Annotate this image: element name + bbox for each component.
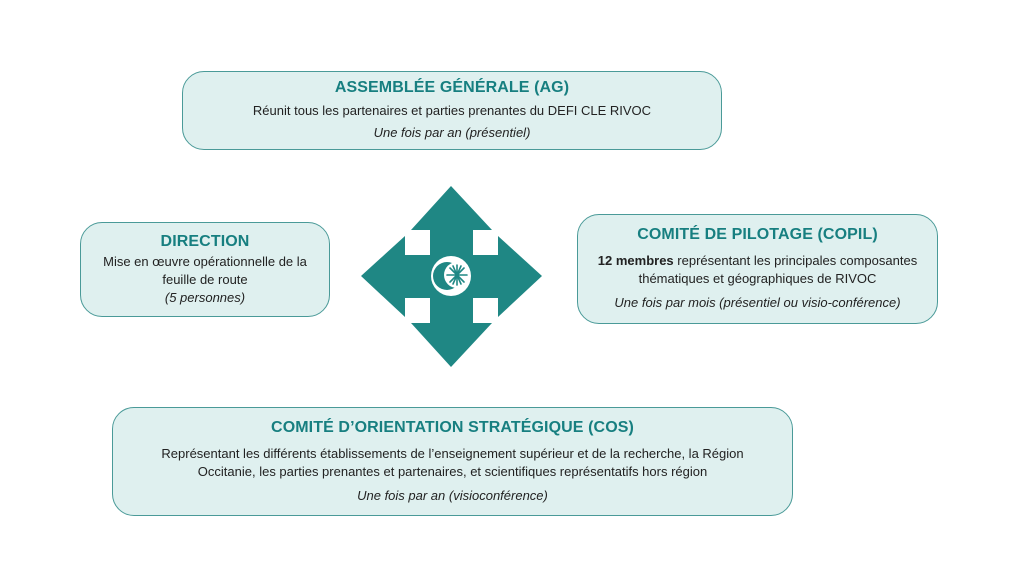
assemblee-generale-frequency: Une fois par an (présentiel) [373, 125, 531, 140]
comite-orientation-frequency: Une fois par an (visioconférence) [357, 487, 548, 503]
assemblee-generale-description: Réunit tous les partenaires et parties p… [252, 103, 652, 118]
assemblee-generale-title: ASSEMBLÉE GÉNÉRALE (AG) [334, 79, 570, 96]
assemblee-generale-box: ASSEMBLÉE GÉNÉRALE (AG) Réunit tous les … [182, 71, 722, 150]
comite-orientation-description-line1: Représentant les différents établissemen… [161, 445, 744, 461]
comite-pilotage-members: 12 membres [597, 253, 674, 268]
comite-pilotage-box: COMITÉ DE PILOTAGE (COPIL) 12 membres re… [577, 214, 938, 324]
direction-description-line1: Mise en œuvre opérationnelle de la [103, 253, 307, 269]
direction-frequency: (5 personnes) [164, 289, 246, 305]
comite-orientation-box: COMITÉ D’ORIENTATION STRATÉGIQUE (COS) R… [112, 407, 793, 516]
direction-description-line2: feuille de route [162, 271, 248, 287]
comite-orientation-title: COMITÉ D’ORIENTATION STRATÉGIQUE (COS) [271, 418, 634, 436]
direction-box: DIRECTION Mise en œuvre opérationnelle d… [80, 222, 330, 317]
comite-pilotage-description-line2: thématiques et géographiques de RIVOC [638, 271, 877, 286]
comite-pilotage-title: COMITÉ DE PILOTAGE (COPIL) [637, 226, 878, 243]
comite-orientation-description-line2: Occitanie, les parties prenantes et part… [197, 463, 708, 479]
direction-title: DIRECTION [160, 232, 250, 250]
comite-pilotage-frequency: Une fois par mois (présentiel ou visio-c… [614, 295, 901, 310]
rivoc-logo-icon [431, 256, 471, 296]
comite-pilotage-description-rest: représentant les principales composantes [673, 253, 918, 268]
comite-pilotage-description-line1: 12 membres représentant les principales … [598, 252, 917, 270]
four-way-arrow-icon [361, 186, 542, 367]
